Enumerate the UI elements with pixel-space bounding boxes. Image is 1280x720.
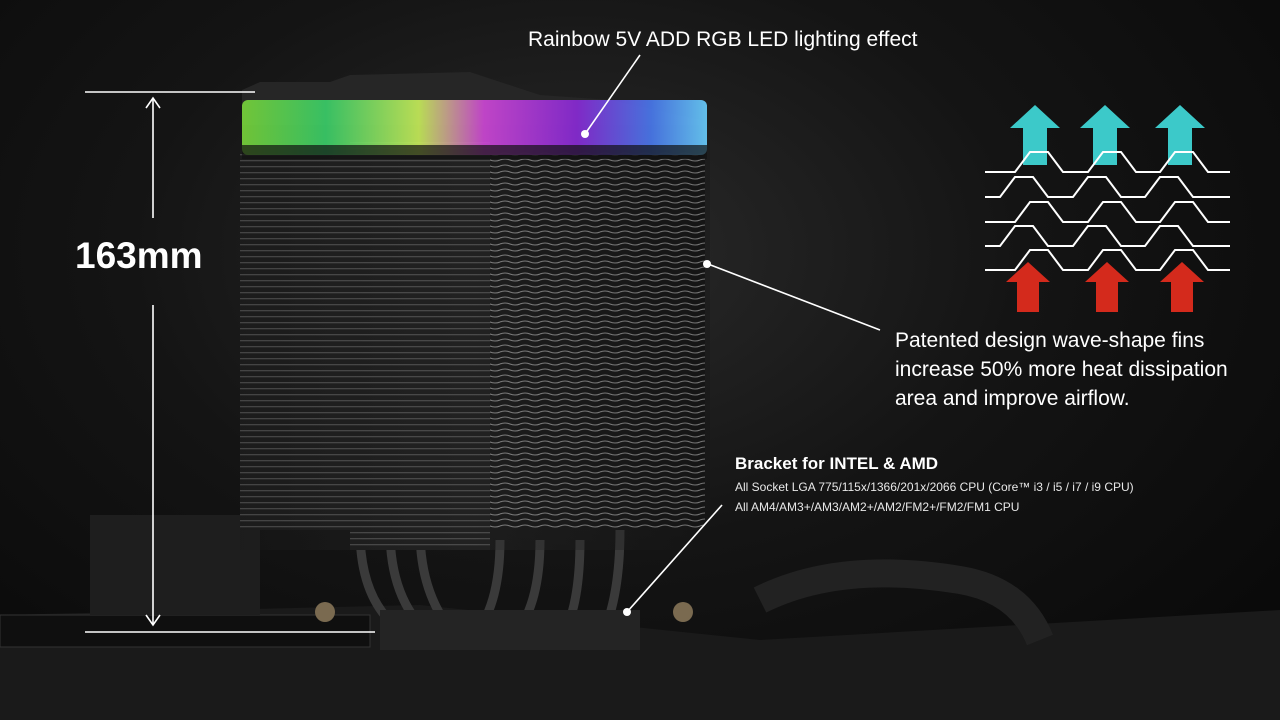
wave-fins-line-2: increase 50% more heat dissipation xyxy=(895,358,1228,381)
fin-stack-shade xyxy=(240,140,710,550)
cable xyxy=(753,559,1053,646)
mount-screw-left xyxy=(315,602,335,622)
arrow-down-head xyxy=(145,614,161,627)
cool-arrow-3 xyxy=(1155,105,1205,165)
wave-fins-line-1: Patented design wave-shape fins xyxy=(895,329,1205,352)
height-dimension-label: 163mm xyxy=(75,235,203,276)
rgb-callout-line xyxy=(584,54,641,135)
rgb-led-band xyxy=(242,100,707,155)
hot-arrow-2 xyxy=(1085,262,1129,312)
ram-slot xyxy=(0,614,371,648)
bracket-callout-dot xyxy=(623,608,631,616)
wave-fins-callout: Patented design wave-shape fins increase… xyxy=(895,326,1265,413)
bracket-title: Bracket for INTEL & AMD xyxy=(735,454,939,473)
hot-arrow-3 xyxy=(1160,262,1204,312)
arrow-up-head xyxy=(145,96,161,109)
mount-screw-right xyxy=(673,602,693,622)
cool-arrow-1 xyxy=(1010,105,1060,165)
bracket-amd-compat: All AM4/AM3+/AM3/AM2+/AM2/FM2+/FM2/FM1 C… xyxy=(735,500,1020,514)
rgb-callout-dot xyxy=(581,130,589,138)
rgb-lighting-callout: Rainbow 5V ADD RGB LED lighting effect xyxy=(528,28,918,51)
airflow-diagram xyxy=(985,105,1230,312)
rgb-led-glow xyxy=(242,145,707,159)
cool-arrow-2 xyxy=(1080,105,1130,165)
hot-arrow-1 xyxy=(1006,262,1050,312)
fins-callout-dot xyxy=(703,260,711,268)
bracket-callout-line xyxy=(626,504,723,613)
callout-lines xyxy=(584,54,881,613)
hot-air-arrows xyxy=(1006,262,1204,312)
bracket-intel-compat: All Socket LGA 775/115x/1366/201x/2066 C… xyxy=(735,480,1134,494)
cool-air-arrows xyxy=(1010,105,1205,165)
wave-fin-lines xyxy=(985,151,1230,271)
wave-fins-line-3: area and improve airflow. xyxy=(895,387,1130,410)
pcb-block xyxy=(90,515,260,615)
fins-callout-line xyxy=(707,263,881,331)
cooler-base xyxy=(380,610,640,650)
